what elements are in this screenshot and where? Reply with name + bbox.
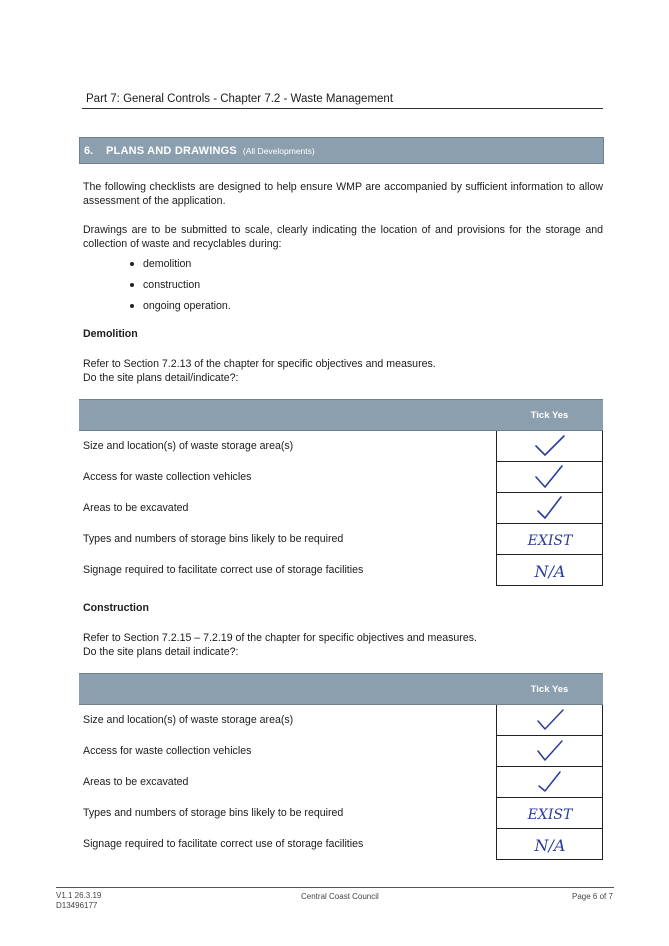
header-rule: [82, 108, 603, 109]
drawings-paragraph: Drawings are to be submitted to scale, c…: [83, 224, 603, 250]
bullet-icon: [130, 262, 134, 266]
mark-text: EXIST: [526, 807, 573, 823]
bullet-icon: [130, 304, 134, 308]
tick-cell[interactable]: EXIST: [496, 797, 603, 829]
checklist-item: Signage required to facilitate correct u…: [83, 564, 364, 576]
bullet-icon: [130, 283, 134, 287]
header-title: Part 7: General Controls - Chapter 7.2 -…: [86, 93, 394, 105]
checklist-item: Size and location(s) of waste storage ar…: [83, 440, 294, 453]
handwritten-mark: EXIST: [526, 533, 573, 549]
table-row: Areas to be excavated: [79, 492, 603, 524]
tick-cell[interactable]: [496, 430, 603, 462]
tick-cell[interactable]: N/A: [496, 554, 603, 586]
footer-left: V1.1 26.3.19 D13496177: [56, 891, 101, 911]
table-row: Access for waste collection vehicles: [79, 461, 603, 493]
tick-cell[interactable]: [496, 492, 603, 524]
demolition-ref: Refer to Section 7.2.13 of the chapter f…: [83, 358, 436, 370]
tick-cell[interactable]: N/A: [496, 828, 603, 860]
tick-cell[interactable]: [496, 704, 603, 736]
demolition-heading: Demolition: [83, 328, 138, 340]
checklist-item: Access for waste collection vehicles: [83, 745, 252, 757]
check-mark-icon: [536, 496, 562, 519]
demolition-question: Do the site plans detail/indicate?:: [83, 372, 239, 384]
construction-ref: Refer to Section 7.2.15 – 7.2.19 of the …: [83, 632, 477, 644]
handwritten-mark: N/A: [533, 562, 565, 581]
footer-version: V1.1 26.3.19: [56, 891, 102, 900]
stages-list: demolition construction ongoing operatio…: [130, 257, 231, 320]
checklist-item: Areas to be excavated: [83, 502, 189, 514]
mark-text: N/A: [533, 562, 565, 581]
check-mark-icon: [537, 771, 561, 792]
checklist-item: Size and location(s) of waste storage ar…: [83, 714, 294, 727]
tick-cell[interactable]: [496, 461, 603, 493]
construction-checklist: Tick Yes Size and location(s) of waste s…: [79, 673, 603, 860]
checklist-header-blank: [79, 399, 497, 431]
table-row: Areas to be excavated: [79, 766, 603, 798]
mark-text: EXIST: [526, 533, 573, 549]
table-row: Signage required to facilitate correct u…: [79, 554, 603, 586]
handwritten-mark: EXIST: [526, 807, 573, 823]
construction-heading: Construction: [83, 602, 149, 614]
list-item: ongoing operation.: [130, 299, 231, 320]
mark-text: N/A: [533, 836, 565, 855]
table-row: Signage required to facilitate correct u…: [79, 828, 603, 860]
tick-yes-header: Tick Yes: [496, 399, 603, 431]
checklist-item: Signage required to facilitate correct u…: [83, 838, 364, 850]
check-mark-icon: [534, 465, 563, 488]
table-row: Access for waste collection vehicles: [79, 735, 603, 767]
tick-yes-header: Tick Yes: [496, 673, 603, 705]
footer-org: Central Coast Council: [301, 892, 379, 901]
tick-cell[interactable]: EXIST: [496, 523, 603, 555]
footer-doc-id: D13496177: [56, 901, 98, 910]
check-mark-icon: [536, 740, 563, 761]
table-row: Size and location(s) of waste storage ar…: [79, 704, 603, 736]
checklist-header-blank: [79, 673, 497, 705]
intro-paragraph: The following checklists are designed to…: [83, 181, 603, 207]
handwritten-mark: N/A: [533, 836, 565, 855]
check-mark-icon: [536, 709, 564, 730]
section-number: 6.: [84, 144, 94, 157]
section-banner: 6. PLANS AND DRAWINGS (All Developments): [79, 137, 604, 164]
list-item: construction: [130, 278, 231, 299]
tick-cell[interactable]: [496, 766, 603, 798]
checklist-item: Access for waste collection vehicles: [83, 471, 252, 483]
checklist-item: Types and numbers of storage bins likely…: [83, 807, 344, 819]
table-row: Types and numbers of storage bins likely…: [79, 797, 603, 829]
demolition-checklist: Tick Yes Size and location(s) of waste s…: [79, 399, 603, 586]
tick-cell[interactable]: [496, 735, 603, 767]
table-row: Size and location(s) of waste storage ar…: [79, 430, 603, 462]
list-item: demolition: [130, 257, 231, 278]
footer-rule: [56, 887, 614, 888]
checklist-item: Areas to be excavated: [83, 776, 189, 788]
checklist-item: Types and numbers of storage bins likely…: [83, 533, 344, 545]
section-subtitle: (All Developments): [242, 145, 315, 156]
footer-page: Page 6 of 7: [572, 892, 613, 901]
section-title: PLANS AND DRAWINGS: [106, 144, 237, 157]
check-mark-icon: [534, 435, 565, 456]
construction-question: Do the site plans detail indicate?:: [83, 646, 239, 658]
table-row: Types and numbers of storage bins likely…: [79, 523, 603, 555]
